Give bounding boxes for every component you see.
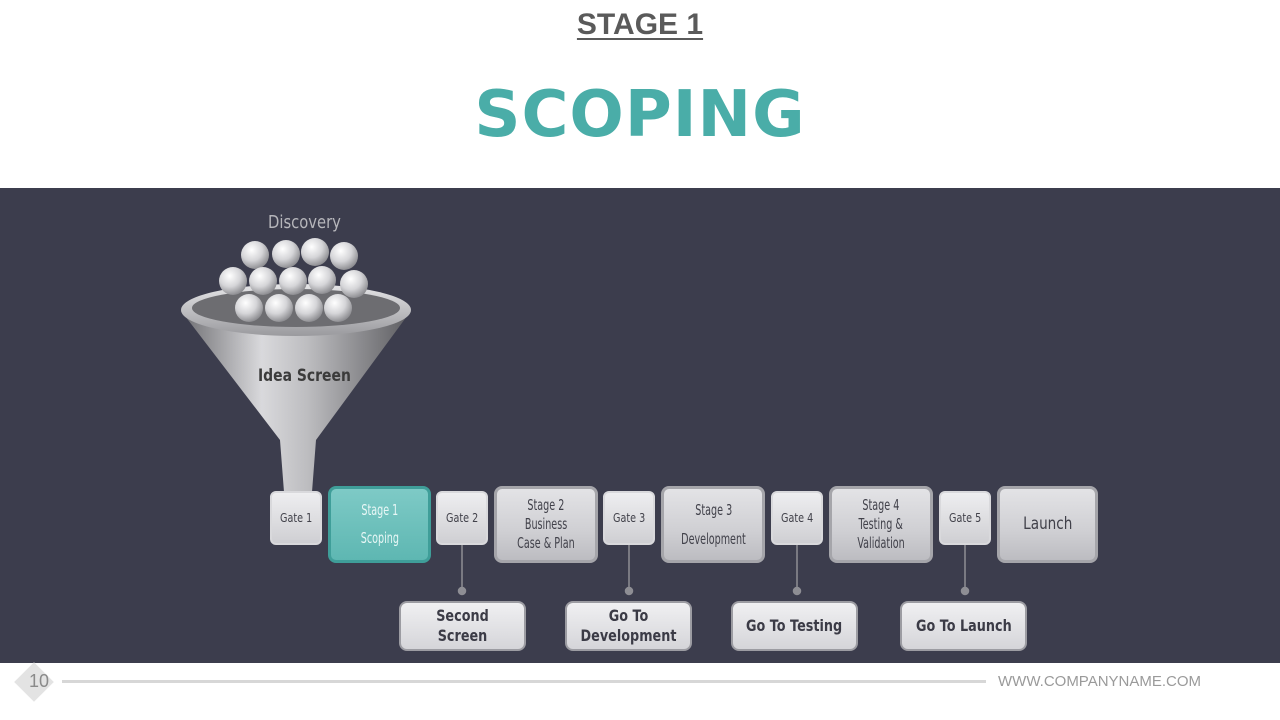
- stage-label: STAGE 1: [576, 8, 704, 41]
- funnel-cone: [182, 312, 410, 492]
- gate-5-box: Gate 5: [939, 491, 991, 545]
- go-to-testing-box: Go To Testing: [731, 601, 858, 651]
- process-panel: [0, 188, 1280, 663]
- page-number: 10: [28, 671, 50, 691]
- discovery-label: Discovery: [268, 212, 341, 233]
- gate-4-box: Gate 4: [771, 491, 823, 545]
- go-to-development-box: Go To Development: [565, 601, 692, 651]
- footer-divider: [62, 680, 986, 683]
- idea-screen-label: Idea Screen: [258, 366, 351, 386]
- launch-box: Launch: [997, 486, 1098, 563]
- company-website: WWW.COMPANYNAME.COM: [998, 673, 1202, 690]
- gate-2-box: Gate 2: [436, 491, 488, 545]
- second-screen-box: Second Screen: [399, 601, 526, 651]
- gate-3-box: Gate 3: [603, 491, 655, 545]
- gate-1-box: Gate 1: [270, 491, 322, 545]
- slide-title: SCOPING: [474, 78, 806, 152]
- discovery-balls: [219, 238, 368, 322]
- gate-connectors: [457, 545, 970, 596]
- go-to-launch-box: Go To Launch: [900, 601, 1027, 651]
